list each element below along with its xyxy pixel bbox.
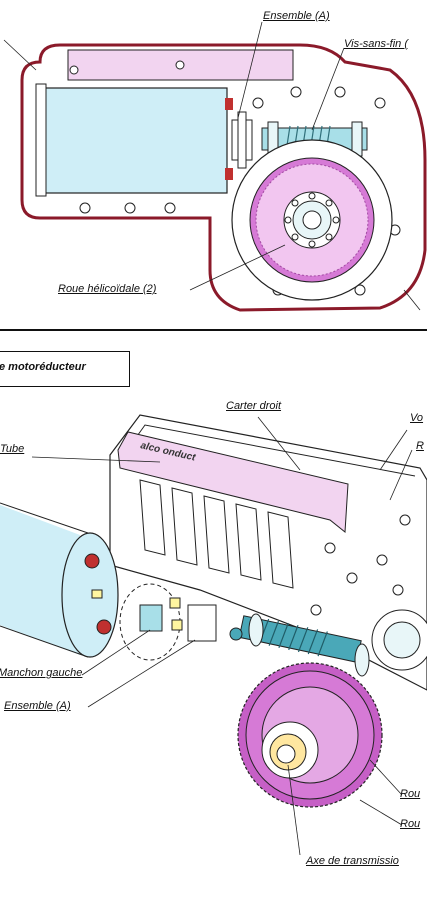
label-right-top-2: R — [416, 440, 424, 452]
label-right-top-1: Vo — [410, 412, 424, 424]
label-tube: Tube — [0, 443, 25, 455]
label-vis-sans-fin: Vis-sans-fin ( — [344, 38, 408, 50]
label-carter-droit: Carter droit — [226, 400, 282, 412]
section-title-box: e motoréducteur — [0, 351, 130, 387]
section-separator — [0, 329, 427, 331]
motor-endcap — [61, 532, 119, 658]
top-view — [3, 21, 427, 312]
label-ensemble-a-exploded: Ensemble (A) — [4, 700, 71, 712]
section-title: e motoréducteur — [0, 361, 86, 373]
label-manchon-gauche: Manchon gauche — [0, 667, 83, 679]
red-marker — [225, 168, 233, 180]
label-ensemble-a-top: Ensemble (A) — [263, 10, 330, 22]
red-terminal — [96, 619, 112, 635]
label-right-bottom-2: Rou — [400, 818, 421, 830]
motor-body-top — [41, 87, 228, 194]
label-axe-transmission: Axe de transmissio — [306, 855, 399, 867]
label-roue-helicoidale: Roue hélicoïdale (2) — [58, 283, 157, 295]
red-terminal — [84, 553, 100, 569]
red-marker — [225, 98, 233, 110]
label-right-bottom-1: Rou — [400, 788, 421, 800]
pink-tube — [117, 431, 349, 533]
motor-cylinder — [0, 505, 80, 655]
exploded-view — [0, 414, 427, 856]
